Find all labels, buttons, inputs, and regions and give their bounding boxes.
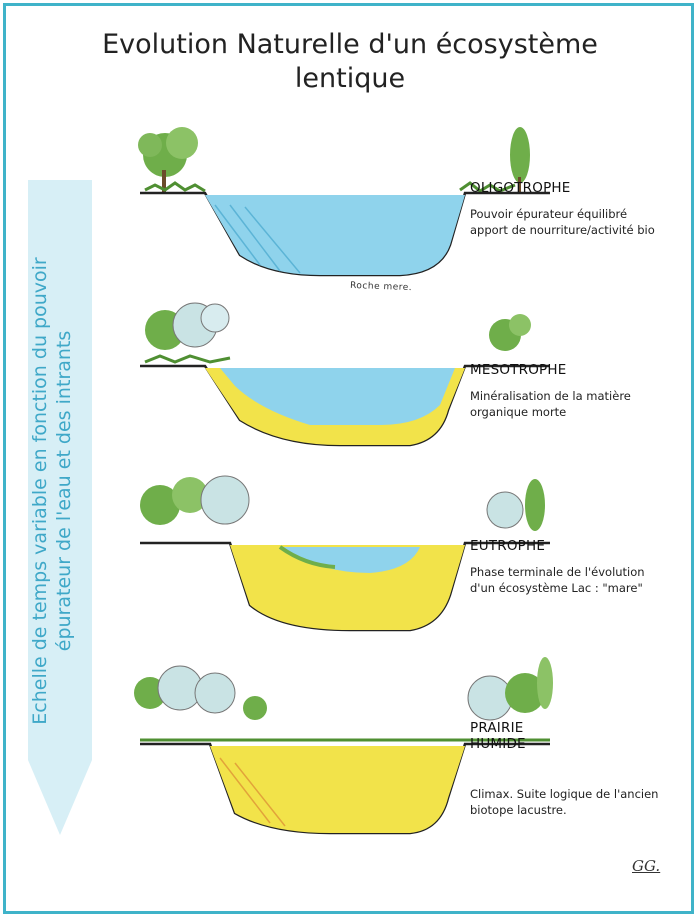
stage-name-line-2: HUMIDE [470, 736, 690, 752]
stage-description: Minéralisation de la matière organique m… [470, 388, 690, 420]
eutrophe-label: EUTROPHE Phase terminale de l'évolution … [470, 538, 690, 596]
artist-signature: GG. [632, 857, 660, 875]
title-line-1: Evolution Naturelle d'un écosystème [0, 28, 695, 62]
prairie-humide-label: PRAIRIE HUMIDE Climax. Suite logique de … [470, 720, 690, 818]
stage-name-line-1: PRAIRIE [470, 720, 690, 736]
time-scale-line-2: épurateur de l'eau et des intrants [52, 166, 76, 816]
mesotrophe-label: MESOTROPHE Minéralisation de la matière … [470, 362, 690, 420]
title-line-2: lentique [0, 62, 695, 96]
stage-name: MESOTROPHE [470, 362, 690, 378]
stage-description: Pouvoir épurateur équilibré apport de no… [470, 206, 690, 238]
stage-description: Climax. Suite logique de l'ancien biotop… [470, 786, 690, 818]
time-scale-line-1: Echelle de temps variable en fonction du… [28, 166, 52, 816]
stage-description: Phase terminale de l'évolution d'un écos… [470, 564, 690, 596]
time-scale-label: Echelle de temps variable en fonction du… [28, 186, 98, 836]
stage-name: EUTROPHE [470, 538, 690, 554]
oligotrophe-label: OLIGOTROPHE Pouvoir épurateur équilibré … [470, 180, 690, 238]
stage-name: OLIGOTROPHE [470, 180, 690, 196]
diagram-title: Evolution Naturelle d'un écosystème lent… [0, 28, 695, 96]
